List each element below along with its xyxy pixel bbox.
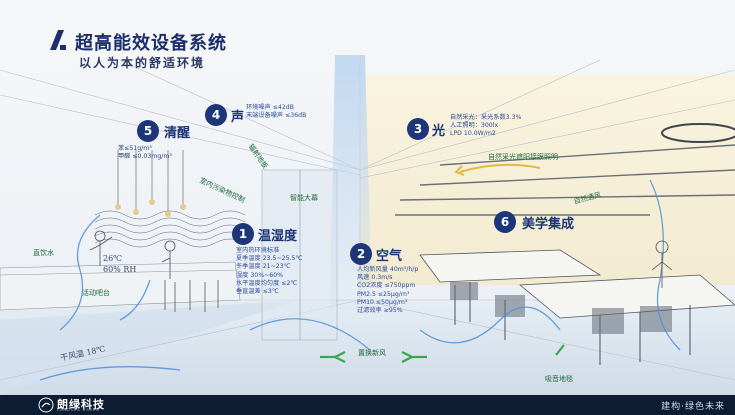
air-line-4: PM2.5 ≤25μg/m³	[357, 291, 418, 299]
section-2-label: 空气	[376, 245, 402, 264]
section-4-marker: 4	[205, 104, 227, 126]
fresh-line-2: 甲醛 ≤0.03mg/m³	[118, 153, 172, 161]
sound-line-2: 末端设备噪声 ≤36dB	[246, 112, 306, 120]
air-line-5: PM10 ≤50μg/m³	[357, 299, 418, 307]
section-4-info: 环境噪声 ≤42dB 末端设备噪声 ≤36dB	[246, 104, 306, 120]
handwritten-humidity: 60% RH	[103, 265, 136, 274]
annotation-carpet: 吸音地毯	[545, 374, 573, 384]
sound-line-1: 环境噪声 ≤42dB	[246, 104, 306, 112]
page-title: 超高能效设备系统	[75, 29, 227, 55]
section-5-info: 苯≤51g/m³ 甲醛 ≤0.03mg/m³	[118, 145, 172, 161]
section-1-info: 室内热环境标准 夏季温度 23.5~25.5℃ 冬季温度 21~23℃ 湿度 3…	[236, 247, 302, 296]
annotation-daylight: 自然采光遮阳接膜照明	[488, 152, 558, 162]
section-6-label: 美学集成	[522, 213, 574, 232]
handwritten-temperature: 26℃	[103, 254, 122, 263]
fresh-line-1: 苯≤51g/m³	[118, 145, 172, 153]
light-line-2: 人工照明：300lx	[450, 122, 521, 130]
air-line-1: 人均新风量 40m³/h/p	[357, 266, 418, 274]
section-5-marker: 5	[137, 120, 159, 142]
light-line-1: 自然采光：采光系数3.3%	[450, 114, 521, 122]
section-2-marker: 2	[350, 243, 372, 265]
annotation-bar-counter: 活动吧台	[82, 288, 110, 298]
section-1-marker: 1	[232, 223, 254, 245]
section-3-label: 光	[432, 120, 445, 139]
air-line-3: CO2浓度 ≤750ppm	[357, 282, 418, 290]
air-line-6: 过滤效率 ≥95%	[357, 307, 418, 315]
annotation-facade: 智能大幕	[290, 193, 318, 203]
light-line-3: LPD 10.0W/m2	[450, 130, 521, 138]
section-6-marker: 6	[494, 211, 516, 233]
section-5-label: 清醒	[164, 122, 190, 141]
footer-tagline: 建构·绿色未来	[661, 399, 725, 412]
section-3-marker: 3	[407, 118, 429, 140]
footer-brand-sub: LANDSEA GREEN	[57, 408, 100, 412]
footer-bar: 朗绿科技 LANDSEA GREEN 建构·绿色未来	[0, 395, 735, 415]
section-2-info: 人均新风量 40m³/h/p 风速 0.3m/s CO2浓度 ≤750ppm P…	[357, 266, 418, 315]
temp-line-6: 垂直温差 ≤3℃	[236, 288, 302, 296]
annotation-drinking-water: 直饮水	[33, 248, 54, 258]
landsea-logo-icon	[38, 397, 54, 413]
page-subtitle: 以人为本的舒适环境	[79, 54, 205, 71]
slide: 超高能效设备系统 以人为本的舒适环境 5 清醒 苯≤51g/m³ 甲醛 ≤0.0…	[0, 0, 735, 395]
slide-header: 超高能效设备系统 以人为本的舒适环境	[0, 0, 735, 80]
annotation-fresh-air: 置换新风	[358, 348, 386, 358]
section-4-label: 声	[231, 106, 244, 125]
temp-line-3: 冬季温度 21~23℃	[236, 263, 302, 271]
section-1-label: 温湿度	[258, 225, 297, 244]
section-3-info: 自然采光：采光系数3.3% 人工照明：300lx LPD 10.0W/m2	[450, 114, 521, 139]
brand-slash-icon	[47, 30, 67, 50]
temp-line-4: 湿度 30%~60%	[236, 272, 302, 280]
temp-line-5: 水平温度均匀度 ≤2℃	[236, 280, 302, 288]
temp-line-1: 室内热环境标准	[236, 247, 302, 255]
